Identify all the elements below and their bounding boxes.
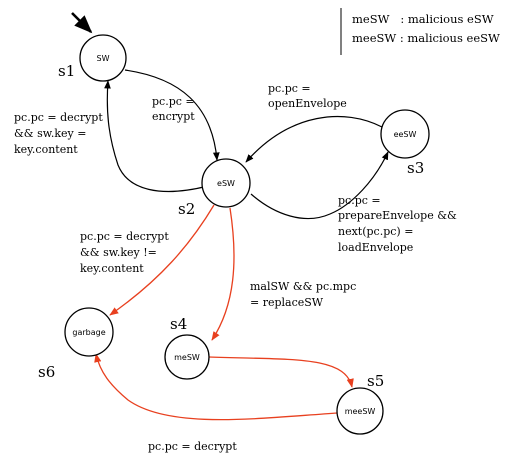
node-s2-id: s2 [178, 200, 195, 218]
node-s6: garbage s6 [38, 307, 114, 381]
svg-text:pc.pc =: pc.pc = [152, 95, 195, 108]
label-s1-s2: pc.pc = encrypt [152, 95, 195, 123]
node-s4-label: meSW [174, 353, 200, 362]
node-s4-id: s4 [170, 315, 187, 333]
svg-text:pc.pc = decrypt: pc.pc = decrypt [80, 230, 169, 243]
node-s5-id: s5 [367, 372, 384, 390]
svg-text:&& sw.key !=: && sw.key != [80, 246, 157, 259]
svg-text:openEnvelope: openEnvelope [268, 97, 347, 110]
node-s6-id: s6 [38, 363, 55, 381]
svg-text:prepareEnvelope &&: prepareEnvelope && [338, 209, 457, 222]
svg-text:pc.pc = decrypt: pc.pc = decrypt [148, 440, 237, 453]
edge-s4-s5 [208, 356, 354, 388]
node-s1-label: SW [97, 54, 110, 63]
edge-s2-s3 [250, 151, 389, 220]
node-s3-label: eeSW [394, 130, 417, 139]
label-s2-s1: pc.pc = decrypt && sw.key = key.content [14, 111, 103, 156]
node-s2-label: eSW [217, 179, 235, 188]
svg-text:next(pc.pc) =: next(pc.pc) = [338, 225, 413, 238]
svg-text:loadEnvelope: loadEnvelope [338, 241, 413, 254]
edge-s3-s2 [245, 115, 383, 163]
node-s5: meeSW s5 [336, 372, 384, 435]
legend-line-1: meSW : malicious eSW [352, 12, 494, 26]
label-s3-s2: pc.pc = openEnvelope [268, 82, 347, 110]
svg-text:pc.pc = decrypt: pc.pc = decrypt [14, 111, 103, 124]
edge-s5-s6 [94, 353, 339, 421]
svg-text:encrypt: encrypt [152, 110, 195, 123]
svg-text:= replaceSW: = replaceSW [250, 296, 324, 309]
initial-arrow [71, 12, 93, 34]
svg-text:key.content: key.content [14, 143, 78, 156]
node-s1-id: s1 [58, 62, 75, 80]
edge-s2-s6 [109, 204, 215, 316]
label-s5-s6: pc.pc = decrypt [148, 440, 237, 453]
legend-line-2: meeSW : malicious eeSW [352, 31, 500, 45]
edge-s1-s2 [124, 69, 220, 161]
label-s2-s6: pc.pc = decrypt && sw.key != key.content [80, 230, 169, 275]
edge-s2-s1 [104, 80, 209, 193]
node-s1: SW s1 [58, 34, 127, 82]
node-s5-label: meeSW [345, 407, 376, 416]
node-s3: eeSW s3 [380, 109, 430, 177]
edge-s2-s4 [211, 207, 235, 341]
svg-text:malSW && pc.mpc: malSW && pc.mpc [250, 280, 356, 293]
svg-text:&& sw.key =: && sw.key = [14, 127, 86, 140]
node-s3-id: s3 [407, 159, 424, 177]
label-s2-s4: malSW && pc.mpc = replaceSW [250, 280, 356, 309]
svg-text:pc.pc =: pc.pc = [268, 82, 311, 95]
label-s2-s3: pc.pc = prepareEnvelope && next(pc.pc) =… [338, 194, 457, 254]
svg-text:pc.pc =: pc.pc = [338, 194, 381, 207]
node-s6-label: garbage [72, 328, 105, 337]
node-s2: eSW s2 [178, 158, 251, 218]
node-s4: meSW s4 [164, 315, 210, 380]
svg-text:key.content: key.content [80, 262, 144, 275]
